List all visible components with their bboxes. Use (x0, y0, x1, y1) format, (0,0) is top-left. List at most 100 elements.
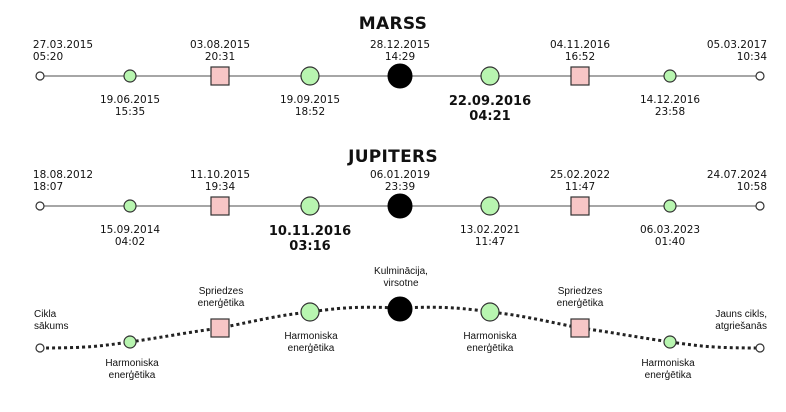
jupiters-tension-marker-2 (570, 196, 590, 216)
time: 23:58 (654, 106, 686, 118)
date: 15.09.2014 (99, 224, 161, 236)
date: 13.02.2021 (459, 224, 521, 236)
time: 10:58 (736, 181, 767, 193)
marss-peak-marker (387, 63, 413, 89)
legend-end-label: Jauns cikls, atgriešanās (715, 309, 767, 333)
marss-end-marker (755, 71, 765, 81)
date: 10.11.2016 (268, 224, 352, 239)
marss-tension-label-1: 03.08.2015 20:31 (190, 39, 250, 63)
date: 06.03.2023 (639, 224, 701, 236)
line: Spriedzes (557, 286, 603, 297)
line: enerģētika (644, 370, 692, 381)
legend-tension-marker-1 (210, 318, 230, 338)
legend-tension-label-2: Spriedzes enerģētika (557, 286, 604, 310)
legend-harmony-label-2: Harmoniska enerģētika (284, 331, 337, 355)
marss-harmony-label-4: 14.12.2016 23:58 (640, 94, 700, 118)
time: 23:39 (384, 181, 416, 193)
marss-tension-label-2: 04.11.2016 16:52 (550, 39, 610, 63)
marss-harmony-marker-2 (300, 66, 320, 86)
time: 14:29 (384, 51, 416, 63)
time: 18:52 (294, 106, 326, 118)
line: atgriešanās (715, 321, 767, 332)
line: enerģētika (197, 298, 245, 309)
date: 19.06.2015 (99, 94, 161, 106)
marss-tension-marker-1 (210, 66, 230, 86)
legend-end-marker (755, 343, 765, 353)
date: 25.02.2022 (549, 169, 611, 181)
date: 19.09.2015 (279, 94, 341, 106)
time: 15:35 (114, 106, 146, 118)
marss-title: MARSS (358, 14, 428, 34)
legend-harmony-label-1: Harmoniska enerģētika (105, 358, 158, 382)
time: 20:31 (204, 51, 236, 63)
jupiters-peak-label: 06.01.2019 23:39 (370, 169, 430, 193)
time: 16:52 (564, 51, 596, 63)
marss-tension-marker-2 (570, 66, 590, 86)
marss-start-label: 27.03.2015 05:20 (33, 39, 93, 63)
marss-current-harmony-label: 22.09.2016 04:21 (449, 94, 531, 124)
date: 14.12.2016 (639, 94, 701, 106)
cycle-legend-wave (35, 296, 765, 353)
jupiters-end-label: 24.07.2024 10:58 (707, 169, 767, 193)
line: Jauns cikls, (715, 309, 767, 320)
legend-harmony-marker-1 (123, 335, 137, 349)
marss-harmony-label-2: 19.09.2015 18:52 (280, 94, 340, 118)
legend-tension-label-1: Spriedzes enerģētika (198, 286, 245, 310)
jupiters-tension-label-2: 25.02.2022 11:47 (550, 169, 610, 193)
jupiters-harmony-label-3: 13.02.2021 11:47 (460, 224, 520, 248)
jupiters-title: JUPITERS (348, 147, 438, 167)
jupiters-tension-marker-1 (210, 196, 230, 216)
legend-harmony-label-4: Harmoniska enerģētika (641, 358, 694, 382)
line: Harmoniska (105, 358, 159, 369)
line: Harmoniska (463, 331, 517, 342)
date: 22.09.2016 (448, 94, 532, 109)
date: 06.01.2019 (369, 169, 431, 181)
line: sākums (34, 321, 69, 332)
line: Kulminācija, (374, 266, 428, 277)
marss-harmony-marker-3 (480, 66, 500, 86)
marss-timeline (35, 63, 765, 89)
legend-harmony-marker-3 (480, 302, 500, 322)
legend-harmony-marker-4 (663, 335, 677, 349)
line: Harmoniska (641, 358, 695, 369)
jupiters-start-label: 18.08.2012 18:07 (33, 169, 93, 193)
date: 05.03.2017 (706, 39, 767, 51)
date: 11.10.2015 (189, 169, 251, 181)
time: 01:40 (654, 236, 686, 248)
jupiters-harmony-marker-1 (123, 199, 137, 213)
time: 03:16 (289, 239, 331, 254)
line: virsotne (383, 278, 419, 289)
jupiters-current-harmony-label: 10.11.2016 03:16 (269, 224, 351, 254)
marss-start-marker (35, 71, 45, 81)
marss-harmony-label-1: 19.06.2015 15:35 (100, 94, 160, 118)
legend-start-marker (35, 343, 45, 353)
line: Spriedzes (198, 286, 244, 297)
jupiters-peak-marker (387, 193, 413, 219)
time: 11:47 (564, 181, 596, 193)
date: 03.08.2015 (189, 39, 251, 51)
marss-end-label: 05.03.2017 10:34 (707, 39, 767, 63)
jupiters-harmony-marker-4 (663, 199, 677, 213)
jupiters-harmony-marker-3 (480, 196, 500, 216)
line: enerģētika (556, 298, 604, 309)
marss-harmony-marker-1 (123, 69, 137, 83)
jupiters-start-marker (35, 201, 45, 211)
marss-peak-label: 28.12.2015 14:29 (370, 39, 430, 63)
date: 27.03.2015 (32, 39, 94, 51)
date: 18.08.2012 (32, 169, 94, 181)
time: 18:07 (32, 181, 64, 193)
legend-peak-label: Kulminācija, virsotne (374, 266, 428, 290)
time: 19:34 (204, 181, 236, 193)
time: 11:47 (474, 236, 506, 248)
line: Harmoniska (284, 331, 338, 342)
jupiters-tension-label-1: 11.10.2015 19:34 (190, 169, 250, 193)
jupiters-end-marker (755, 201, 765, 211)
legend-peak-marker (387, 296, 413, 322)
legend-start-label: Cikla sākums (34, 309, 68, 333)
legend-dotted-curve (39, 305, 761, 350)
jupiters-harmony-label-4: 06.03.2023 01:40 (640, 224, 700, 248)
jupiters-timeline (35, 193, 765, 219)
legend-harmony-label-3: Harmoniska enerģētika (463, 331, 516, 355)
